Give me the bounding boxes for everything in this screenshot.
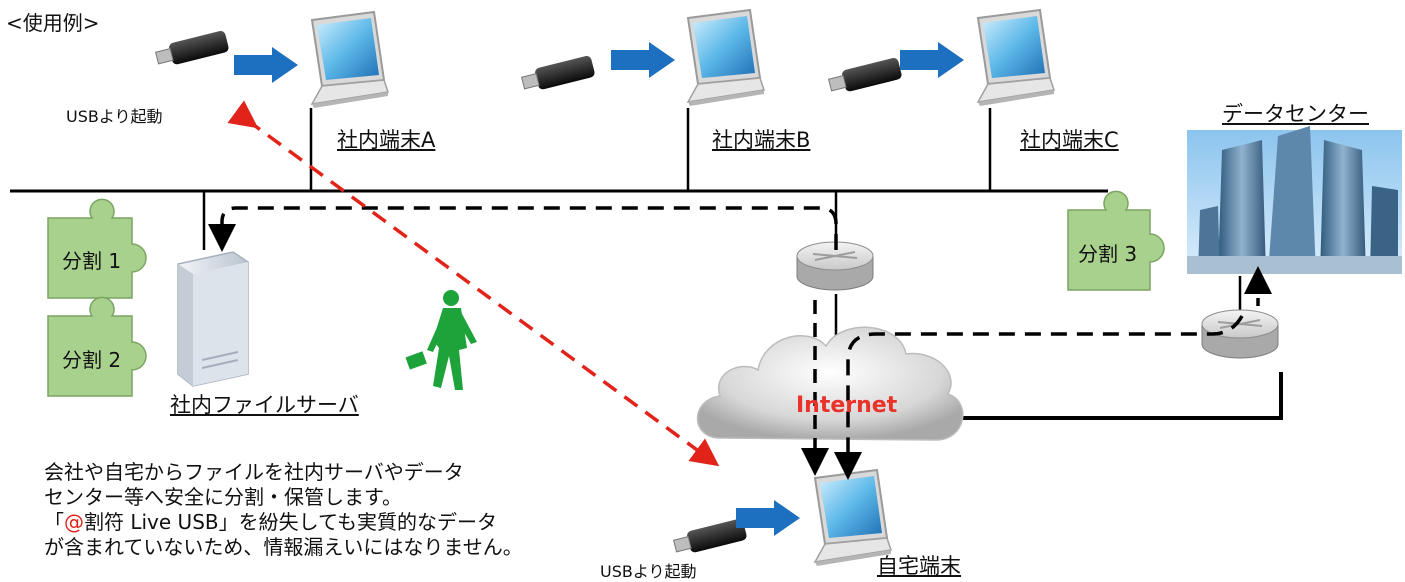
piece-3-label: 分割 3 [1078, 242, 1138, 266]
usb-stick-c [826, 56, 904, 97]
datacenter-label: データセンター [1222, 102, 1369, 126]
home-terminal-label: 自宅端末 [877, 554, 961, 578]
description-line-1: 会社や自宅からファイルを社内サーバやデータ [44, 460, 464, 484]
description-text: 会社や自宅からファイルを社内サーバやデータ センター等へ安全に分割・保管します。… [44, 460, 604, 560]
usb-boot-label-top: USBより起動 [66, 107, 163, 126]
description-line-2: センター等へ安全に分割・保管します。 [44, 485, 402, 509]
blue-arrow-b [611, 42, 675, 78]
datacenter-image [1187, 126, 1402, 274]
description-line-4: が含まれていないため、情報漏えいにはなりません。 [44, 535, 523, 559]
puzzle-piece-1 [47, 198, 147, 299]
piece-2-label: 分割 2 [62, 348, 122, 372]
puzzle-piece-3 [1067, 190, 1165, 291]
internet-datacenter-link [952, 372, 1283, 420]
terminal-a-label: 社内端末A [337, 128, 436, 152]
piece-1-label: 分割 1 [62, 249, 122, 273]
laptop-c [977, 9, 1055, 107]
description-bracket: 「 [44, 510, 64, 534]
path-router-to-server [208, 206, 838, 252]
usb-stick-a [153, 29, 231, 70]
laptop-a [311, 11, 389, 109]
blue-arrow-home [736, 500, 800, 536]
file-server-label: 社内ファイルサーバ [170, 393, 359, 417]
product-at-mark: @ [64, 510, 84, 534]
walking-person-icon [405, 290, 477, 390]
description-line-3-rest: 割符 Live USB」を紛失しても実質的なデータ [84, 510, 498, 534]
header-label: <使用例> [6, 11, 100, 35]
terminal-c-label: 社内端末C [1020, 128, 1119, 152]
usb-stick-b [519, 54, 597, 95]
blue-arrow-a [234, 47, 298, 83]
laptop-b [687, 9, 765, 107]
usb-boot-label-bottom: USBより起動 [600, 562, 697, 581]
blue-arrow-c [900, 42, 964, 78]
puzzle-piece-2 [47, 296, 147, 397]
file-server [177, 251, 249, 387]
terminal-b-label: 社内端末B [712, 128, 811, 152]
usb-carry-path [227, 100, 720, 467]
internet-label: Internet [796, 393, 898, 418]
description-line-3: 「@割符 Live USB」を紛失しても実質的なデータ [44, 510, 604, 535]
path-datacenter-to-home [834, 315, 1244, 480]
internet-cloud [696, 326, 964, 441]
